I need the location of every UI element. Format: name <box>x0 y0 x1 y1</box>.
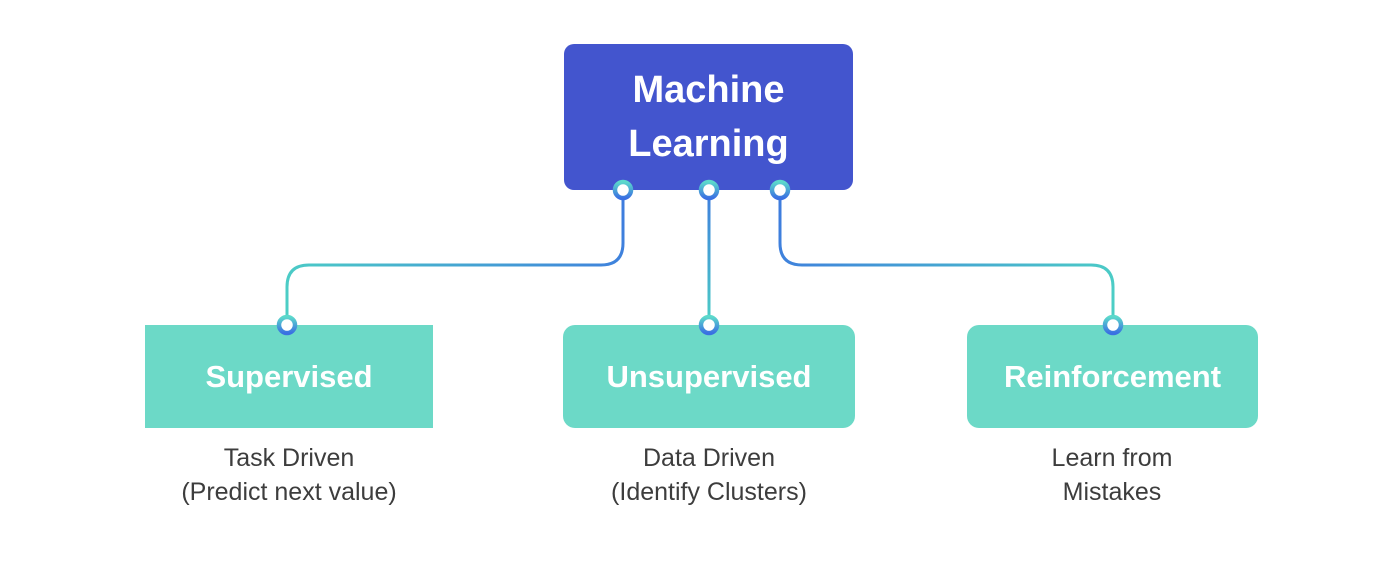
subtitle-line: Mistakes <box>1062 478 1162 506</box>
node-label: Reinforcement <box>1003 358 1222 394</box>
subtitle-line: Data Driven <box>643 444 775 472</box>
node-label: Machine Learning <box>628 69 789 165</box>
subtitle-line: Learn from <box>1051 444 1173 472</box>
subtitle-line: (Predict next value) <box>181 478 397 506</box>
node-subtitle-reinforcement: Learn from Mistakes <box>962 441 1262 509</box>
node-subtitle-unsupervised: Data Driven (Identify Clusters) <box>559 441 859 509</box>
connector-right <box>778 190 1115 325</box>
node-label: Supervised <box>205 358 373 394</box>
connector-left <box>285 190 625 325</box>
node-unsupervised: Unsupervised <box>563 325 855 428</box>
node-supervised: Supervised <box>145 325 433 428</box>
subtitle-line: (Identify Clusters) <box>611 478 807 506</box>
node-reinforcement: Reinforcement <box>967 325 1258 428</box>
subtitle-line: Task Driven <box>223 444 355 472</box>
node-label: Unsupervised <box>606 358 812 394</box>
node-machine-learning: Machine Learning <box>564 44 853 190</box>
node-subtitle-supervised: Task Driven (Predict next value) <box>139 441 439 509</box>
